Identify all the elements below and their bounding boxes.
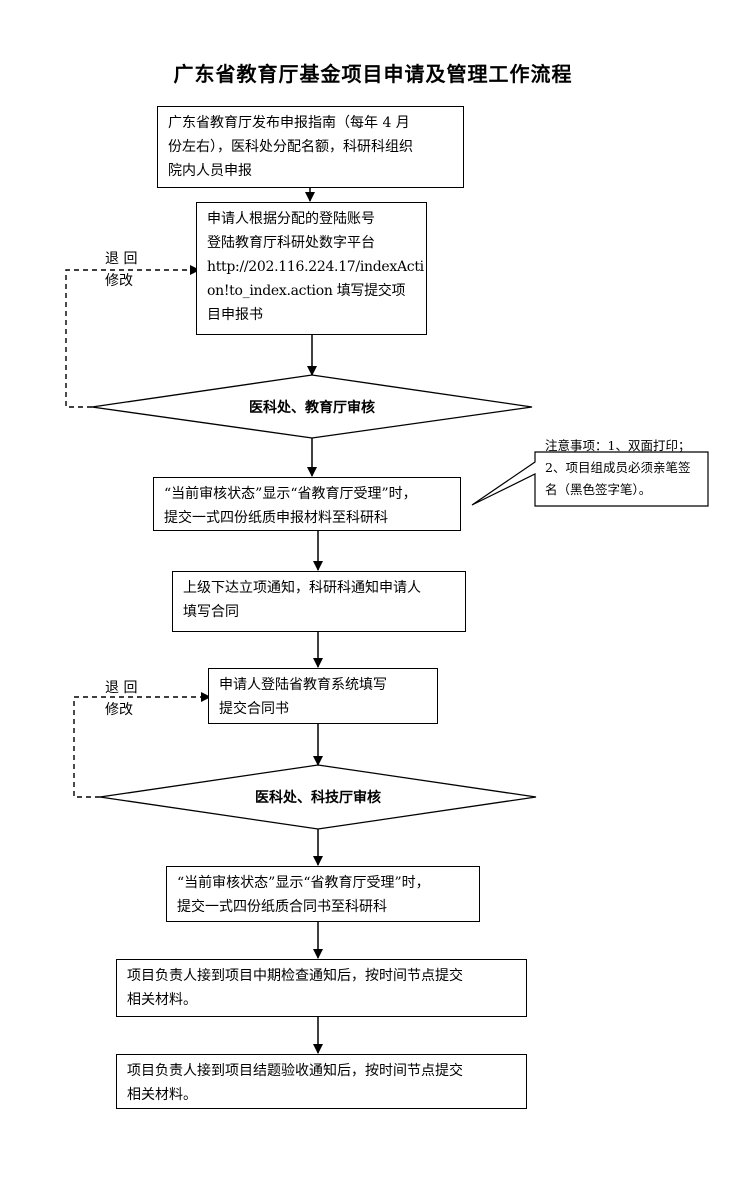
decision-label-2: 医科处、科技厅审核 <box>255 790 381 806</box>
step-text-line: 广东省教育厅发布申报指南（每年 4 月 <box>168 115 410 131</box>
step-text-line: 项目负责人接到项目结题验收通知后，按时间节点提交 <box>127 1063 463 1079</box>
step-submit-contract: 申请人登陆省教育系统填写 提交合同书 <box>208 668 438 724</box>
step-final-acceptance: 项目负责人接到项目结题验收通知后，按时间节点提交 相关材料。 <box>116 1054 527 1109</box>
note-text-line: 注意事项：1、双面打印； <box>545 438 691 453</box>
decision-label-1: 医科处、教育厅审核 <box>249 400 375 416</box>
step-text-line: 申请人登陆省教育系统填写 <box>219 677 387 693</box>
step-text-line: 相关材料。 <box>127 992 197 1008</box>
return-label-text: 退 回 <box>105 680 138 696</box>
step-text-line: “当前审核状态”显示“省教育厅受理”时， <box>177 875 430 891</box>
step-publish-guide: 广东省教育厅发布申报指南（每年 4 月 份左右），医科处分配名额，科研科组织 院… <box>157 106 464 188</box>
return-loop-2 <box>73 692 211 798</box>
note-text-line: 名（黑色签字笔）。 <box>545 482 652 497</box>
step-text-line: 提交一式四份纸质合同书至科研科 <box>177 899 387 915</box>
step-text-line: 提交一式四份纸质申报材料至科研科 <box>164 510 388 526</box>
step-text-line: 登陆教育厅科研处数字平台 <box>207 235 375 251</box>
step-midterm-check: 项目负责人接到项目中期检查通知后，按时间节点提交 相关材料。 <box>116 959 527 1017</box>
step-text-line: http://202.116.224.17/indexActi <box>207 259 424 275</box>
step-text-line: 提交合同书 <box>219 701 289 717</box>
decision-diamond-1 <box>91 374 533 439</box>
step-text-line: 上级下达立项通知，科研科通知申请人 <box>183 580 421 596</box>
note-callout <box>471 451 709 507</box>
step-text-line: 填写合同 <box>183 604 239 620</box>
return-label-2: 退 回 修改 <box>105 677 137 721</box>
return-label-1: 退 回 修改 <box>105 248 137 292</box>
step-text-line: 院内人员申报 <box>168 163 252 179</box>
step-text-line: 项目负责人接到项目中期检查通知后，按时间节点提交 <box>127 968 463 984</box>
step-text-line: “当前审核状态”显示“省教育厅受理”时， <box>164 486 417 502</box>
page-title: 广东省教育厅基金项目申请及管理工作流程 <box>173 62 573 86</box>
decision-diamond-2 <box>99 764 537 830</box>
step-submit-paper-contract: “当前审核状态”显示“省教育厅受理”时， 提交一式四份纸质合同书至科研科 <box>166 866 480 922</box>
step-text-line: 相关材料。 <box>127 1087 197 1103</box>
return-loop-1 <box>65 265 200 408</box>
step-project-approval: 上级下达立项通知，科研科通知申请人 填写合同 <box>172 571 466 632</box>
return-label-text: 退 回 <box>105 251 138 267</box>
notes: 注意事项：1、双面打印； 2、项目组成员必须亲笔签 名（黑色签字笔）。 <box>535 431 709 505</box>
step-text-line: 目申报书 <box>207 307 263 323</box>
step-text-line: 份左右），医科处分配名额，科研科组织 <box>168 139 413 155</box>
step-text-line: on!to_index.action 填写提交项 <box>207 283 406 299</box>
step-submit-paper-application: “当前审核状态”显示“省教育厅受理”时， 提交一式四份纸质申报材料至科研科 <box>153 477 461 531</box>
return-label-text: 修改 <box>105 702 133 718</box>
step-text-line: 申请人根据分配的登陆账号 <box>207 211 375 227</box>
note-text-line: 2、项目组成员必须亲笔签 <box>545 460 691 475</box>
step-submit-application: 申请人根据分配的登陆账号 登陆教育厅科研处数字平台 http://202.116… <box>196 202 427 335</box>
return-label-text: 修改 <box>105 273 133 289</box>
